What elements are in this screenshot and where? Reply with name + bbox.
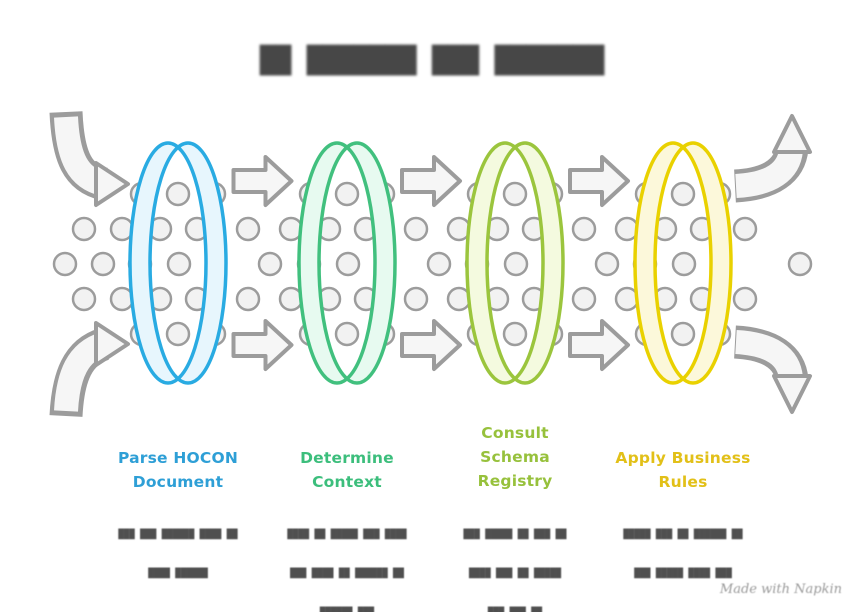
data-dot [235, 286, 261, 312]
step-description-line: ███ ███ ██ [435, 607, 595, 612]
ring-outline-step-4 [633, 141, 713, 385]
data-dot [732, 286, 758, 312]
data-dot [335, 251, 361, 277]
ring-outline-step-4 [653, 141, 733, 385]
data-dot [334, 181, 360, 207]
step-description-1: ███ ███ ██████ ████ ██ ████ ██████ [98, 503, 258, 612]
step-description-line: ████ ██ █████ ███ ████ [287, 530, 407, 540]
data-dot [571, 216, 597, 242]
inflow-arrow-bottom-icon-head [94, 321, 130, 367]
data-dot [732, 216, 758, 242]
outflow-arrow-bottom-icon-head [772, 374, 812, 414]
data-dot [257, 251, 283, 277]
flow-arrow-icon [231, 155, 294, 207]
step-description-line: ██████ ███ [267, 607, 427, 612]
data-dot [165, 321, 191, 347]
data-dot [787, 251, 813, 277]
step-description-line: ███ ████ ██ ██████ ██ [290, 569, 404, 579]
data-dot [670, 321, 696, 347]
inflow-arrow-top-icon-head [94, 161, 130, 207]
step-label-apply-business-rules: Apply Business Rules [615, 449, 751, 491]
data-dot [502, 321, 528, 347]
data-dot [403, 216, 429, 242]
flow-arrow-icon [568, 155, 630, 207]
data-dot [235, 216, 261, 242]
data-dot [671, 251, 697, 277]
data-dot [71, 286, 97, 312]
data-dot [90, 251, 116, 277]
ring-outline-step-2 [317, 141, 397, 385]
ring-outline-step-1 [148, 141, 228, 385]
data-dot [403, 286, 429, 312]
step-description-2: ████ ██ █████ ███ ████ ███ ████ ██ █████… [267, 503, 427, 612]
step-description-line: ████ ███ ██ █████ [468, 569, 562, 579]
step-description-line: █████ ███ ██ ██████ ██ [623, 530, 743, 540]
ring-outline-step-2 [297, 141, 377, 385]
data-dot [334, 321, 360, 347]
outflow-arrow-top-icon-shaft [734, 147, 803, 198]
data-dot [165, 181, 191, 207]
flow-arrow-icon [231, 319, 294, 371]
diagram-title: ██ ███████ ███ ███████ [259, 46, 605, 76]
step-label-parse-hocon-document: Parse HOCON Document [117, 449, 239, 491]
data-dot [571, 286, 597, 312]
step-label-determine-context: Determine Context [300, 449, 394, 491]
step-description-4: █████ ███ ██ ██████ ██ ███ █████ ████ ██… [603, 503, 763, 612]
ring-outline-step-1 [128, 141, 208, 385]
made-with-napkin-watermark: Made with Napkin [719, 582, 842, 597]
flow-arrow-icon [568, 319, 630, 371]
step-label-consult-schema-registry: Consult Schema Registry [477, 424, 553, 490]
data-dot [166, 251, 192, 277]
data-dot [426, 251, 452, 277]
ring-outline-step-3 [465, 141, 545, 385]
outflow-arrow-bottom-icon-shaft [734, 330, 803, 381]
step-description-3: ███ █████ ██ ███ ██ ████ ███ ██ █████ ██… [435, 503, 595, 612]
data-dot [594, 251, 620, 277]
flow-arrow-icon [400, 155, 462, 207]
data-dot [670, 181, 696, 207]
data-dot [502, 181, 528, 207]
data-dot [503, 251, 529, 277]
data-dot [71, 216, 97, 242]
step-description-line: ███ █████ ████ ███ [634, 569, 732, 579]
step-description-line: ███ █████ ██ ███ ██ [463, 530, 567, 540]
flow-arrow-icon [400, 319, 462, 371]
data-dot [52, 251, 78, 277]
outflow-arrow-top-icon-head [772, 114, 812, 154]
step-description-line: ████ ██████ [148, 569, 208, 579]
ring-outline-step-3 [485, 141, 565, 385]
step-description-line: ███ ███ ██████ ████ ██ [118, 530, 238, 540]
